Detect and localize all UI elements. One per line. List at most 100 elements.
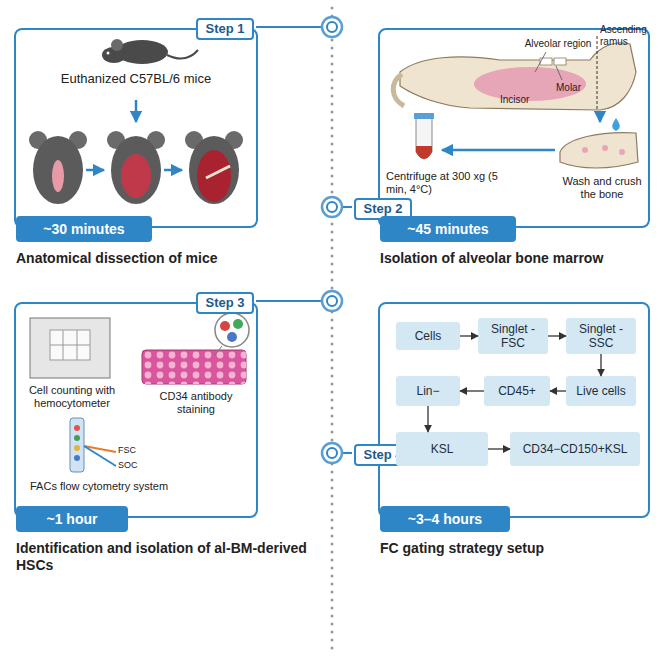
step-link	[342, 206, 352, 208]
step-link	[256, 26, 322, 28]
gate-box: Lin−	[396, 376, 460, 406]
tube-cap	[414, 113, 434, 119]
tube	[416, 118, 432, 159]
gate-text: Singlet -SSC	[569, 322, 633, 350]
time-badge: ~1 hour	[16, 506, 128, 532]
timeline-dot	[327, 448, 337, 458]
bone-fragment	[582, 147, 588, 153]
gate-arrow	[488, 448, 510, 449]
annotation-label: SOC	[118, 460, 148, 470]
step-tab: Step 3	[196, 292, 254, 314]
mouse-eye	[107, 52, 110, 55]
incision	[197, 150, 231, 202]
annotation-label: Ascending ramus	[600, 24, 650, 47]
bone-fragment	[602, 145, 608, 151]
bone-fragment	[619, 149, 625, 155]
gate-box: CD45+	[484, 376, 550, 406]
gate-text: Singlet -FSC	[481, 322, 545, 350]
incision	[52, 160, 64, 192]
plate-wells	[142, 350, 246, 384]
well-plate	[142, 350, 246, 384]
step-panel: Step 1Anatomical dissection of mice~30 m…	[14, 28, 258, 228]
gate-text: Live cells	[576, 384, 625, 398]
step-caption: Anatomical dissection of mice	[16, 250, 278, 267]
mouse-head	[33, 136, 83, 204]
mandible	[400, 43, 636, 110]
leader-line	[556, 66, 562, 80]
badge-text: ~30 minutes	[43, 221, 124, 237]
molar	[554, 58, 566, 65]
time-badge: ~30 minutes	[16, 216, 152, 242]
time-badge: ~45 minutes	[380, 216, 516, 242]
gate-arrow	[460, 390, 484, 391]
step-link	[256, 300, 322, 302]
gate-arrow	[548, 335, 566, 336]
flow-arrow	[599, 112, 602, 122]
mouse-tail	[167, 50, 198, 59]
time-badge: ~3–4 hours	[380, 506, 510, 532]
counting-grid	[50, 330, 90, 360]
mouse-ear	[111, 39, 123, 51]
incisor	[393, 74, 404, 106]
step-caption: Identification and isolation of al-BM-de…	[16, 540, 321, 574]
gate-box: KSL	[396, 432, 488, 466]
flow-arrow	[164, 169, 182, 172]
cell-dot	[74, 435, 80, 441]
gate-text: KSL	[431, 442, 454, 456]
cut-line	[597, 36, 598, 112]
gate-text: Lin−	[416, 384, 439, 398]
cell-pellet	[416, 146, 432, 159]
leader-line	[214, 346, 222, 356]
step-caption: FC gating strategy setup	[380, 540, 652, 557]
annotation-label: FSC	[118, 445, 148, 455]
leader-line	[535, 52, 546, 72]
timeline-dot	[322, 197, 342, 217]
hemocytometer	[30, 318, 110, 378]
flow-arrow	[442, 149, 555, 152]
step-link	[342, 452, 352, 454]
annotation-label: Centrifuge at 300 xg (5 min, 4°C)	[386, 170, 506, 195]
annotation-label: Incisor	[500, 94, 550, 106]
step-caption: Isolation of alveolar bone marrow	[380, 250, 652, 267]
gate-text: CD34−CD150+KSL	[523, 442, 628, 456]
badge-text: ~45 minutes	[407, 221, 488, 237]
stained-cell	[220, 321, 230, 331]
annotation-label: Wash and crush the bone	[560, 175, 644, 200]
gate-box: Cells	[396, 322, 460, 350]
timeline-dot	[322, 443, 342, 463]
gate-arrow	[550, 390, 566, 391]
flow-arrow	[86, 169, 104, 172]
gate-box: Live cells	[566, 376, 636, 406]
annotation-label: Euthanized C57BL/6 mice	[36, 72, 236, 87]
cell-dot	[74, 445, 80, 451]
annotation-label: Molar	[556, 82, 596, 94]
gate-text: CD45+	[498, 384, 536, 398]
stained-cell	[233, 319, 243, 329]
gate-box: CD34−CD150+KSL	[510, 432, 640, 466]
gate-box: Singlet -SSC	[566, 318, 636, 354]
gate-arrow	[600, 354, 601, 376]
mouse-head	[111, 136, 161, 204]
timeline-dot	[327, 22, 337, 32]
incision	[121, 154, 151, 198]
jaw-bone	[206, 166, 230, 178]
timeline-dot	[322, 17, 342, 37]
annotation-label: FACs flow cytometry system	[30, 480, 180, 493]
gate-text: Cells	[415, 329, 442, 343]
mouse-head	[189, 136, 239, 204]
timeline	[331, 8, 334, 656]
annotation-label: Cell counting with hemocytometer	[22, 384, 122, 409]
annotation-label: CD34 antibody staining	[140, 390, 252, 415]
water-drop	[612, 118, 620, 131]
bone-piece	[560, 133, 638, 168]
cell-dot	[74, 455, 80, 461]
cell-dot	[74, 425, 80, 431]
inset-circle	[215, 313, 249, 347]
timeline-dot	[322, 291, 342, 311]
flow-cell	[70, 418, 84, 472]
light-beam	[84, 446, 116, 466]
gate-arrow	[460, 335, 478, 336]
